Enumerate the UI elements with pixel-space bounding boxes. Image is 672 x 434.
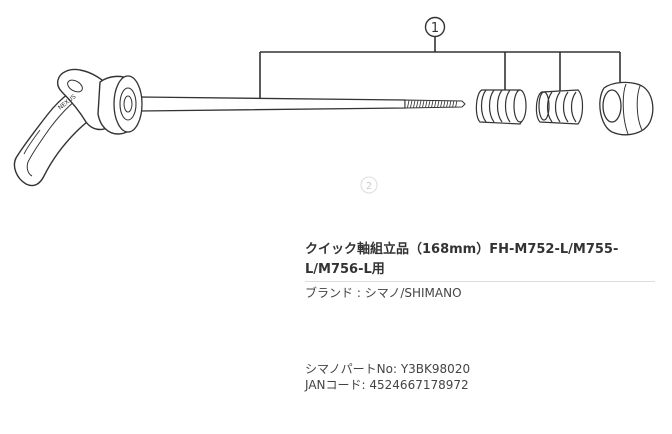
axle-rod <box>139 96 406 112</box>
part-number-label: シマノパートNo: <box>305 362 398 376</box>
thread-line <box>455 100 458 108</box>
part-number-value: Y3BK98020 <box>400 362 471 376</box>
svg-text:2: 2 <box>366 181 372 192</box>
parts-diagram: 2 1 NEXUS <box>13 16 654 194</box>
part-number-line: シマノパートNo: Y3BK98020 <box>305 361 470 377</box>
quick-release-lever: NEXUS <box>13 68 143 187</box>
divider <box>305 281 655 282</box>
thread-line <box>431 100 434 108</box>
brand-label: ブランド <box>305 286 354 300</box>
lock-nut <box>599 81 654 136</box>
product-title: クイック軸組立品（168mm）FH-M752-L/M755-L/M756-L用 <box>305 242 619 277</box>
thread-line <box>422 100 425 108</box>
spring-right <box>535 89 584 125</box>
thread-line <box>407 100 410 108</box>
thread-line <box>434 100 437 108</box>
thread-line <box>443 100 446 108</box>
thread-line <box>413 100 416 108</box>
brand-value: シマノ/SHIMANO <box>364 286 462 300</box>
jan-code-label: JANコード: <box>305 378 366 392</box>
callout-bracket <box>259 37 621 100</box>
svg-text:1: 1 <box>431 21 439 36</box>
thread-line <box>419 100 422 108</box>
thread-line <box>425 100 428 108</box>
jan-code-line: JANコード: 4524667178972 <box>305 377 469 393</box>
spring-left <box>475 89 527 125</box>
thread-line <box>440 100 443 108</box>
watermark: 2 <box>360 176 378 194</box>
thread-line <box>452 100 455 108</box>
thread-line <box>449 100 452 108</box>
brand-line: ブランド : シマノ/SHIMANO <box>305 286 462 300</box>
jan-code-value: 4524667178972 <box>369 378 469 392</box>
thread-line <box>446 100 449 108</box>
thread-line <box>428 100 431 108</box>
thread-line <box>437 100 440 108</box>
thread-line <box>416 100 419 108</box>
thread-line <box>410 100 413 108</box>
axle-thread <box>404 99 466 109</box>
callout-number-1: 1 <box>424 16 446 38</box>
